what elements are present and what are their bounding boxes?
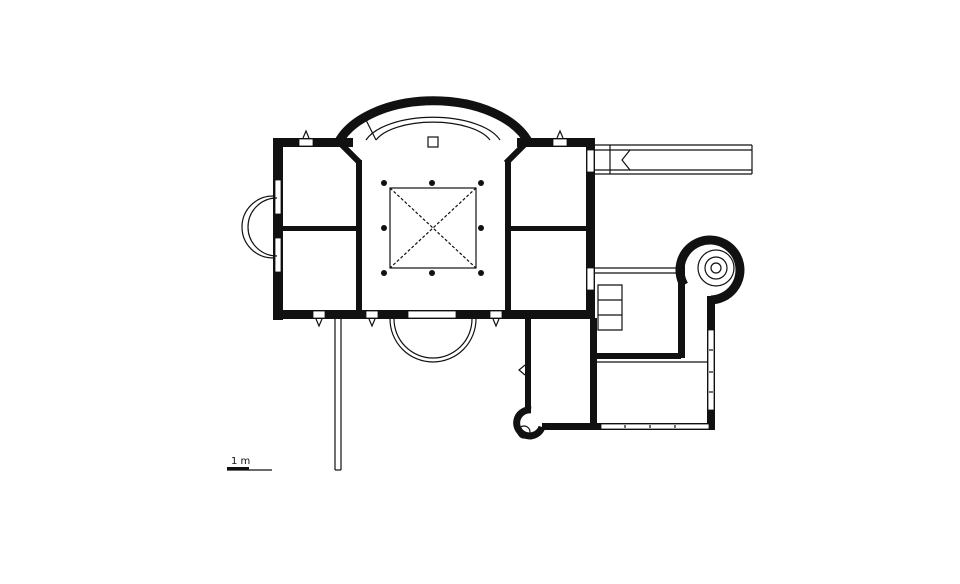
annex-walls (518, 258, 715, 430)
window-openings (274, 129, 595, 328)
interior-walls (283, 142, 587, 312)
scale-bar-label: 1 m (231, 456, 250, 467)
gallery-bridge (595, 144, 753, 175)
bay-windows (241, 195, 477, 363)
small-turret (513, 406, 546, 440)
central-hall (381, 180, 484, 276)
apse-walls (334, 96, 533, 148)
scale-bar: 1 m (227, 456, 272, 471)
garden-wall (334, 319, 342, 471)
round-tower (675, 235, 745, 305)
